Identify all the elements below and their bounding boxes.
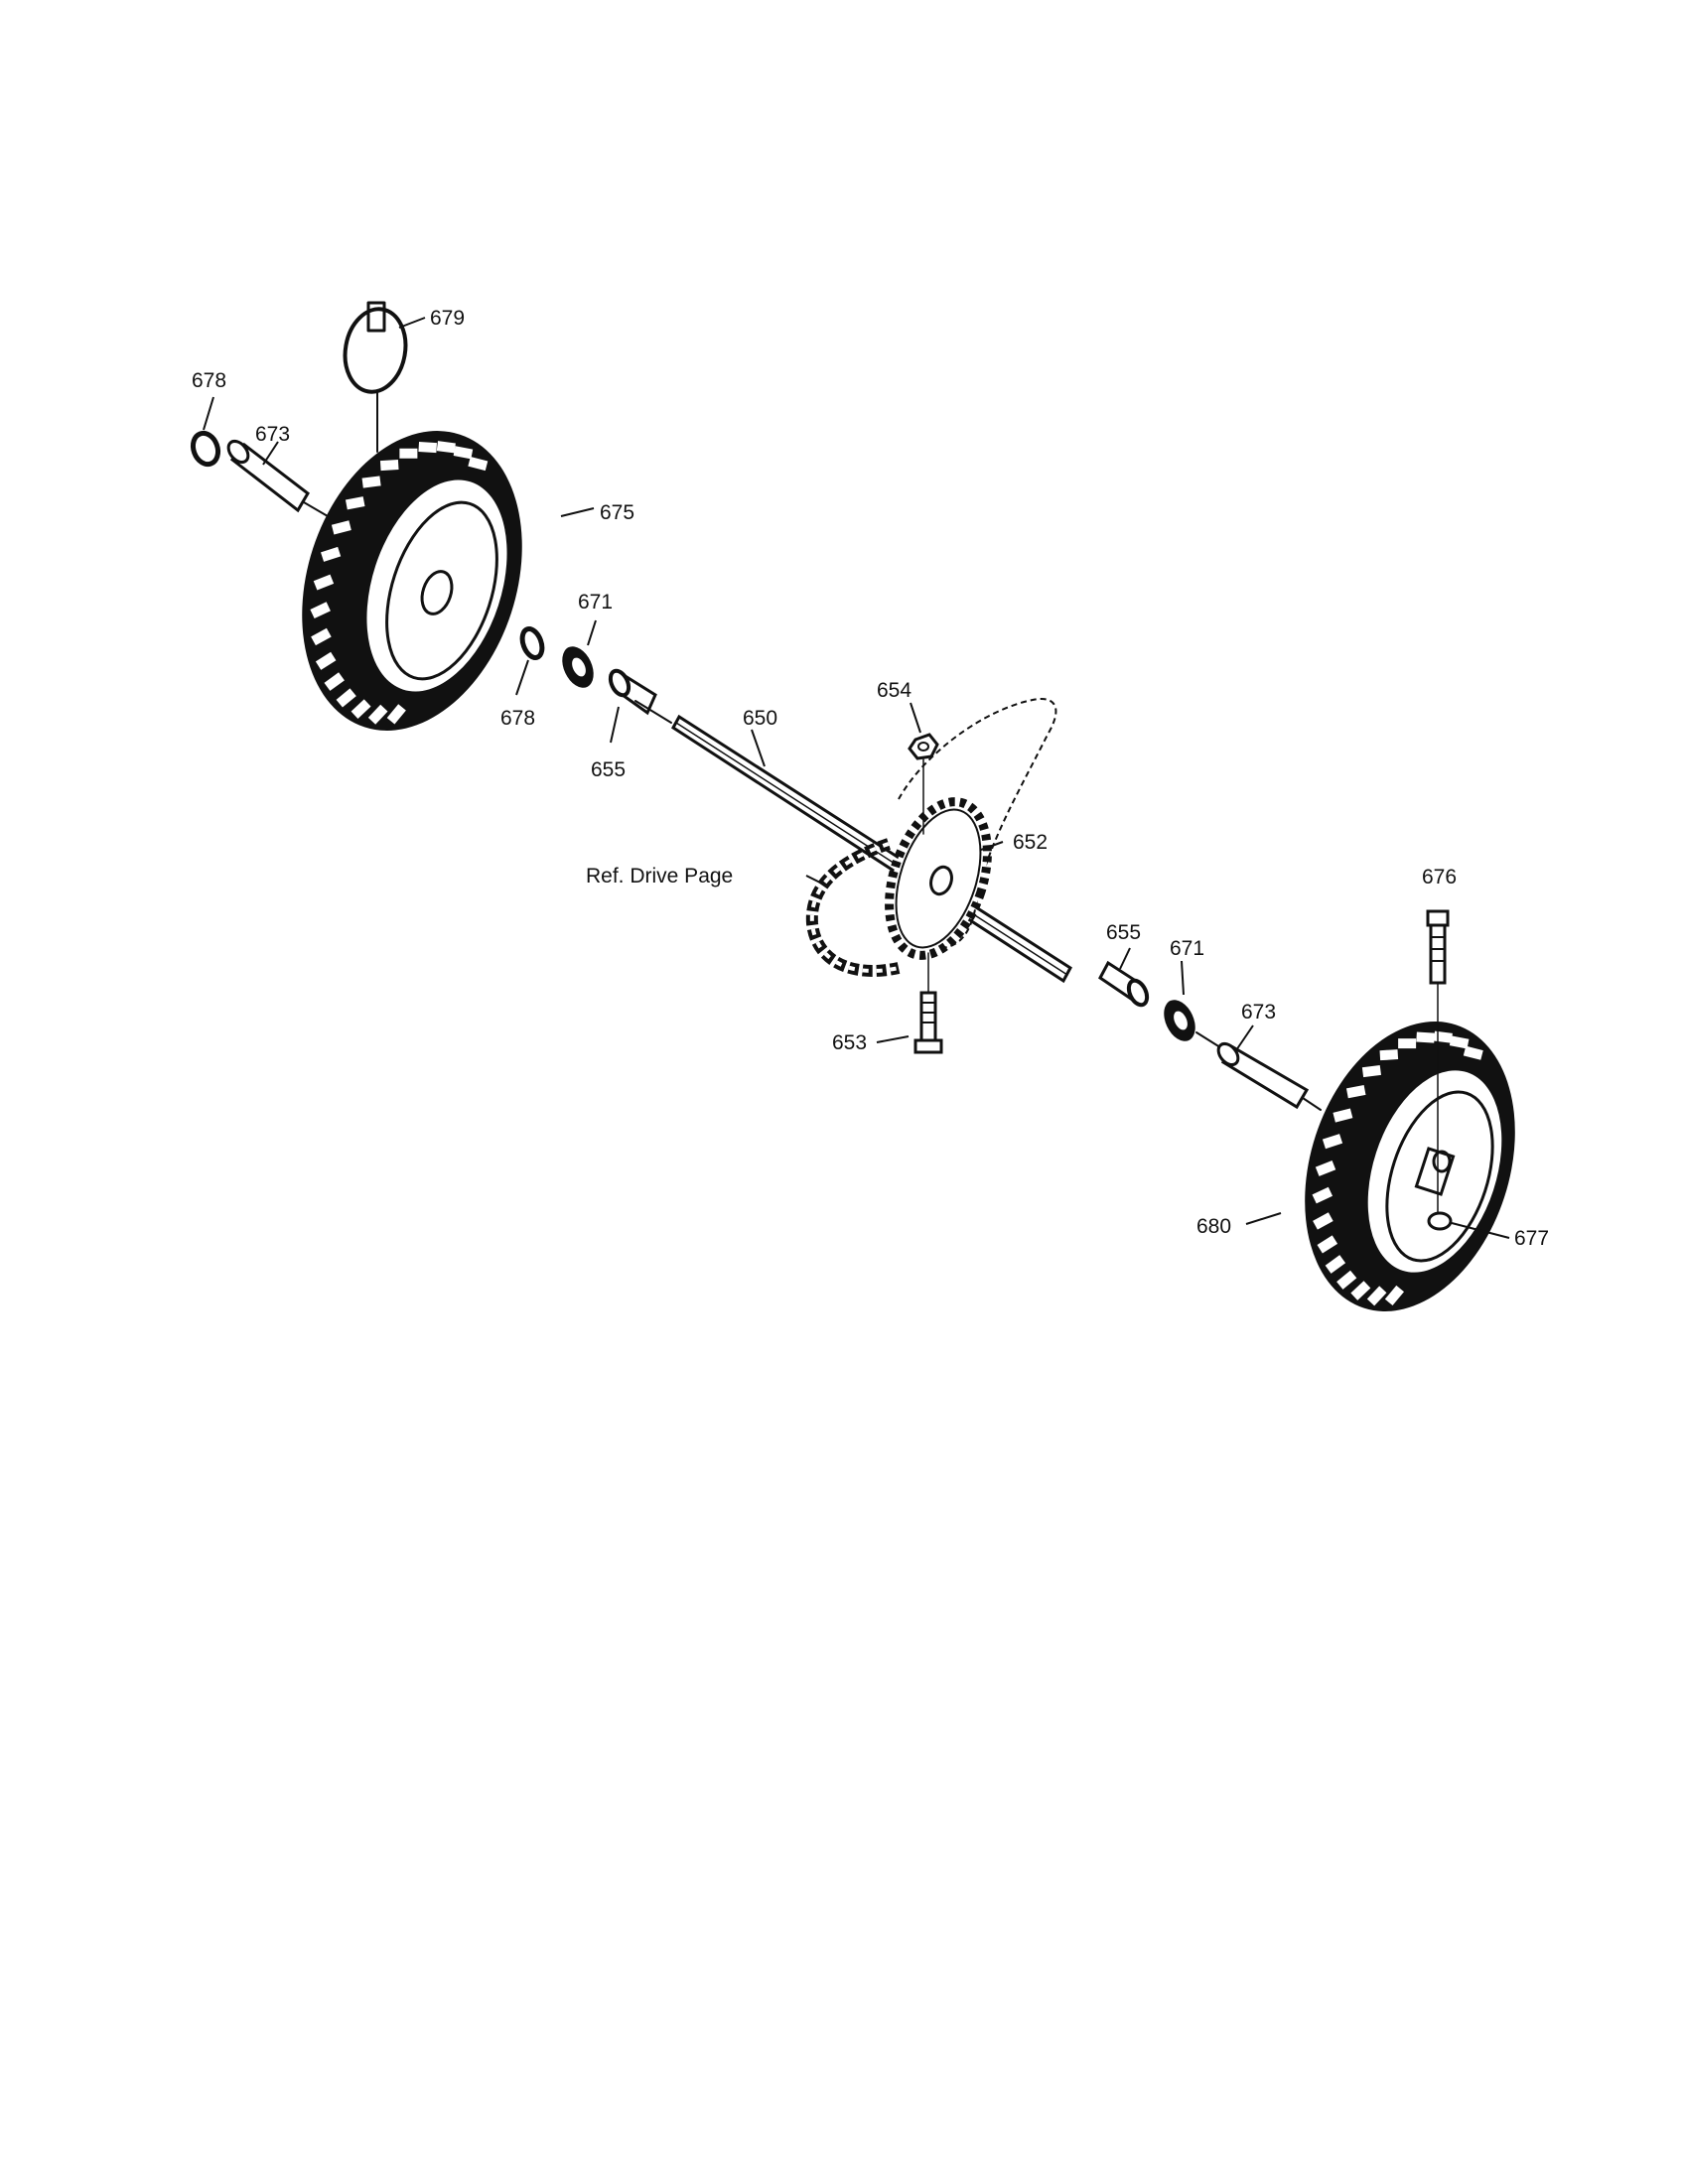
bearing-655-left [608,668,657,716]
nut-654 [908,733,939,835]
drive-chain [805,838,901,977]
nut-677 [1427,1211,1453,1231]
left-wheel-675 [302,431,522,731]
tread-block [336,688,356,708]
tread-block [1312,1186,1333,1204]
tread-block [453,446,474,460]
tread-block [379,460,399,472]
tread-block [367,704,388,725]
part-labels: 679 678 673 675 671 678 655 650 654 652 … [192,307,1549,1250]
right-wheel-680 [1305,1022,1515,1311]
tread-block [313,574,335,591]
clip-678-top [190,430,221,468]
tread-block [1379,1049,1399,1061]
tread-block [321,546,342,562]
label-676: 676 [1422,866,1457,888]
left-tire-tread [310,441,489,725]
bolt-653 [913,952,943,1054]
label-671-right: 671 [1170,937,1204,960]
tread-block [1416,1031,1435,1043]
tread-block [1313,1212,1333,1230]
tread-block [1449,1035,1470,1049]
tread-block [345,496,365,510]
label-652: 652 [1013,831,1048,854]
sprocket-652 [885,797,992,960]
frame-bracket [898,698,1057,949]
spacer-673-right [1216,1041,1322,1111]
label-673-left: 673 [255,423,290,446]
tread-block [1325,1255,1346,1274]
label-678-top: 678 [192,369,226,392]
label-655-right: 655 [1106,921,1141,944]
tread-block [1317,1235,1338,1254]
tread-block [1336,1270,1357,1290]
tread-block [468,456,489,472]
tread-block [1322,1134,1343,1150]
tread-block [361,476,381,488]
tread-block [1333,1108,1353,1123]
label-653: 653 [832,1031,867,1054]
tread-block [1350,1281,1371,1300]
bolt-676 [1426,909,1450,1214]
leader-lines [203,317,1510,1239]
tread-block [1315,1160,1336,1176]
label-679: 679 [430,307,465,330]
label-654: 654 [877,679,912,702]
washer-671-left [562,646,594,688]
clip-678-mid [519,626,545,660]
label-655-left: 655 [591,758,626,781]
tread-block [1398,1038,1417,1049]
tread-block [418,442,437,454]
label-680: 680 [1196,1215,1231,1238]
tread-block [324,672,345,691]
tread-block [315,651,337,670]
label-671-left: 671 [578,591,613,614]
axle-650 [634,700,1072,984]
label-650: 650 [743,707,777,730]
label-673-right: 673 [1241,1001,1276,1024]
tread-block [331,520,351,535]
tread-block [310,602,331,619]
tread-block [351,699,371,719]
tread-block [386,704,406,725]
label-678-mid: 678 [500,707,535,730]
right-tire-tread [1312,1030,1483,1306]
hitch-pin-679 [343,301,408,453]
tread-block [1366,1286,1387,1306]
tread-block [1463,1045,1483,1060]
label-ref-drive-page: Ref. Drive Page [586,865,733,887]
label-675: 675 [600,501,634,524]
tread-block [1345,1085,1366,1099]
label-677: 677 [1514,1227,1549,1250]
bearing-655-right [1098,960,1150,1008]
spacer-673-left [226,439,329,517]
tread-block [1361,1064,1381,1078]
tread-block [436,441,456,454]
tread-block [311,627,332,646]
tread-block [1384,1285,1405,1306]
tread-block [399,448,418,459]
